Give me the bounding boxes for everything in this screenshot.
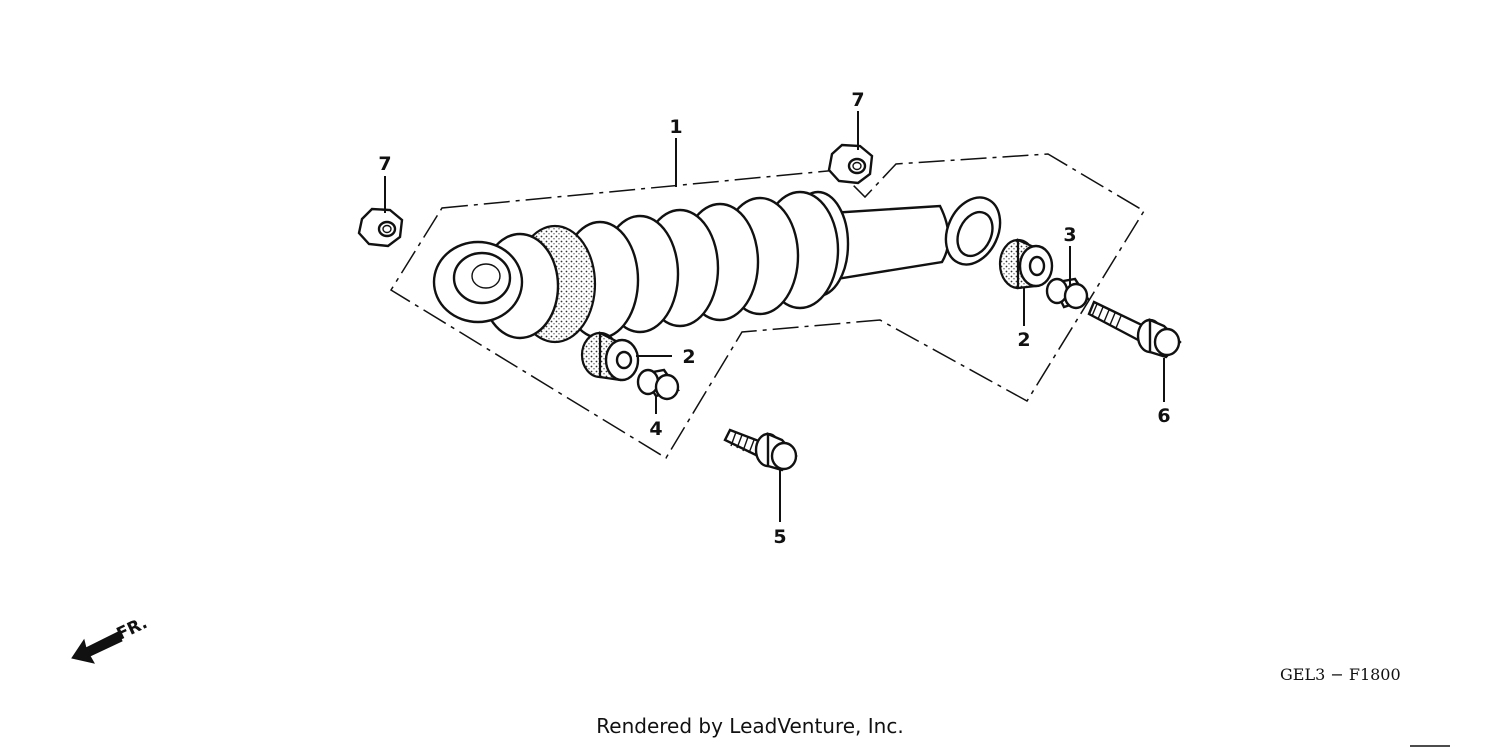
bushing-right[interactable] bbox=[998, 238, 1054, 290]
callout-2-left: 2 bbox=[682, 346, 695, 368]
bushing-left[interactable] bbox=[580, 331, 640, 382]
flange-bolt-6[interactable] bbox=[1087, 300, 1182, 359]
callout-3: 3 bbox=[1063, 224, 1076, 246]
callout-6: 6 bbox=[1157, 405, 1170, 427]
callout-1: 1 bbox=[669, 116, 682, 138]
assembly-outline bbox=[389, 153, 1146, 460]
callout-5: 5 bbox=[773, 526, 786, 548]
front-direction-label: FR. bbox=[114, 613, 151, 644]
callout-4: 4 bbox=[649, 418, 662, 440]
collar-3[interactable] bbox=[1045, 277, 1090, 310]
front-direction-indicator: FR. bbox=[71, 613, 151, 664]
callout-7-right: 7 bbox=[851, 89, 864, 111]
shock-lower-eye bbox=[432, 240, 524, 324]
shock-absorber[interactable] bbox=[432, 189, 1010, 344]
callout-labels: 1 2 2 3 4 5 6 7 7 bbox=[378, 89, 1170, 548]
rendered-by-footer: Rendered by LeadVenture, Inc. bbox=[596, 714, 904, 738]
leader-lines bbox=[384, 111, 1165, 522]
nut-left[interactable] bbox=[357, 207, 404, 248]
collar-4[interactable] bbox=[636, 368, 680, 401]
flange-bolt-5[interactable] bbox=[723, 428, 798, 472]
callout-7-left: 7 bbox=[378, 153, 391, 175]
front-direction-arrow-icon bbox=[71, 631, 123, 664]
coil-spring bbox=[480, 190, 850, 344]
nut-right[interactable] bbox=[827, 143, 874, 185]
diagram-code: GEL3 − F1800 bbox=[1280, 665, 1401, 684]
callout-2-right: 2 bbox=[1017, 329, 1030, 351]
shock-upper-eye bbox=[944, 196, 1002, 266]
